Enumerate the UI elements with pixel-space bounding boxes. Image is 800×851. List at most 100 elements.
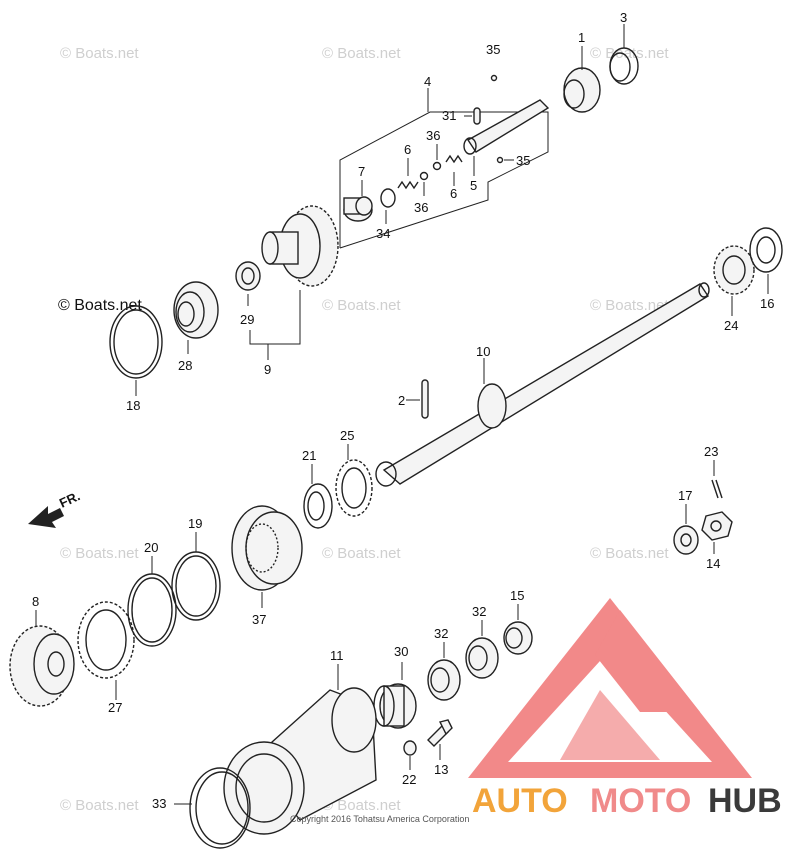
part-number-label: 15: [510, 588, 524, 603]
part-15-seal: [503, 604, 533, 655]
brand-wordmark: AUTO MOTO HUB: [472, 782, 782, 820]
part-number-label: 4: [424, 74, 431, 89]
part-number-label: 19: [188, 516, 202, 531]
part-number-label: 30: [394, 644, 408, 659]
part-20-shim: [127, 556, 177, 647]
part-11-gear-case: [223, 664, 377, 835]
part-17-washer: [673, 504, 699, 555]
part-number-label: 36: [414, 200, 428, 215]
part-number-label: 28: [178, 358, 192, 373]
part-number-label: 34: [376, 226, 390, 241]
part-number-label: 31: [442, 108, 456, 123]
part-number-label: 32: [472, 604, 486, 619]
watermark: © Boats.net: [322, 797, 401, 814]
part-number-label: 17: [678, 488, 692, 503]
part-number-label: 3: [620, 10, 627, 25]
logo-accent: [595, 610, 700, 712]
part-number-label: 6: [404, 142, 411, 157]
part-35-ball: [496, 156, 504, 164]
part-10-shaft: [375, 282, 710, 487]
part-24-bearing: [713, 245, 755, 316]
part-number-label: 1: [578, 30, 585, 45]
part-31-pin: [464, 107, 481, 125]
part-27-thrust-bearing: [77, 601, 135, 700]
watermarks: © Boats.net © Boats.net © Boats.net © Bo…: [58, 45, 669, 814]
part-number-label: 8: [32, 594, 39, 609]
brand-text-moto: MOTO: [590, 782, 691, 820]
part-33-o-ring: [174, 767, 251, 849]
direction-label: FR.: [57, 488, 82, 510]
part-34-clip: [380, 188, 396, 224]
part-number-label: 33: [152, 796, 166, 811]
part-19-shim: [171, 532, 221, 621]
front-direction-arrow: FR.: [28, 488, 82, 528]
part-number-label: 6: [450, 186, 457, 201]
part-number-label: 25: [340, 428, 354, 443]
part-number-label: 32: [434, 626, 448, 641]
part-number-label: 7: [358, 164, 365, 179]
part-number-label: 23: [704, 444, 718, 459]
part-16-shim: [749, 227, 783, 294]
part-13-bolt: [427, 719, 453, 760]
part-number-label: 16: [760, 296, 774, 311]
part-18-shim: [109, 305, 163, 396]
part-35-ball: [490, 74, 498, 82]
part-36-ball: [419, 171, 429, 181]
brand-logo: [468, 598, 752, 778]
watermark: © Boats.net: [60, 45, 139, 62]
brand-text-hub: HUB: [708, 782, 782, 820]
part-22-washer: [403, 740, 417, 770]
watermark: © Boats.net: [590, 45, 669, 62]
part-number-label: 35: [486, 42, 500, 57]
part-8-bevel-gear: [9, 610, 75, 707]
watermark: © Boats.net: [590, 297, 669, 314]
part-37-housing: [231, 505, 303, 608]
assembly-4-outline: [339, 88, 549, 249]
watermark: © Boats.net: [60, 797, 139, 814]
watermark: © Boats.net: [322, 45, 401, 62]
part-number-label: 18: [126, 398, 140, 413]
watermark: © Boats.net: [60, 545, 139, 562]
part-number-label: 20: [144, 540, 158, 555]
part-5-plunger: [463, 99, 550, 176]
part-29-bearing: [235, 261, 261, 306]
watermark: © Boats.net: [322, 545, 401, 562]
part-number-label: 37: [252, 612, 266, 627]
part-labels: 1 2 3 4 5 6 6 7 8 9 10 11 13 14 15 16 17…: [32, 10, 774, 811]
part-21-washer: [303, 464, 333, 529]
part-3-ring: [609, 24, 639, 85]
part-23-cotter-pin: [711, 460, 723, 499]
part-number-label: 29: [240, 312, 254, 327]
part-28-bearing: [173, 281, 219, 354]
watermark: © Boats.net: [590, 545, 669, 562]
logo-accent-2: [560, 690, 660, 760]
part-number-label: 14: [706, 556, 720, 571]
part-9-gear: [261, 205, 339, 287]
brand-text-auto: AUTO: [472, 782, 568, 820]
part-2-pin: [406, 379, 429, 419]
watermark-main: © Boats.net: [58, 297, 142, 314]
part-number-label: 21: [302, 448, 316, 463]
part-number-label: 36: [426, 128, 440, 143]
part-number-label: 22: [402, 772, 416, 787]
part-1-clutch: [563, 46, 601, 113]
part-number-label: 9: [264, 362, 271, 377]
watermark: © Boats.net: [322, 297, 401, 314]
part-32-seal: [465, 620, 499, 679]
copyright-text: Copyright 2016 Tohatsu America Corporati…: [290, 814, 469, 824]
part-30-needle-bearing: [373, 662, 417, 729]
part-6-springs: [397, 154, 463, 190]
part-number-label: 10: [476, 344, 490, 359]
part-number-label: 27: [108, 700, 122, 715]
part-number-label: 35: [516, 153, 530, 168]
part-14-nut: [701, 511, 733, 554]
part-32-seal: [427, 642, 461, 701]
part-number-label: 11: [330, 648, 344, 663]
part-number-label: 5: [470, 178, 477, 193]
part-36-ball: [432, 161, 442, 171]
part-7-cap: [343, 180, 373, 222]
part-number-label: 13: [434, 762, 448, 777]
part-25-thrust-bearing: [335, 444, 373, 517]
part-number-label: 2: [398, 393, 405, 408]
